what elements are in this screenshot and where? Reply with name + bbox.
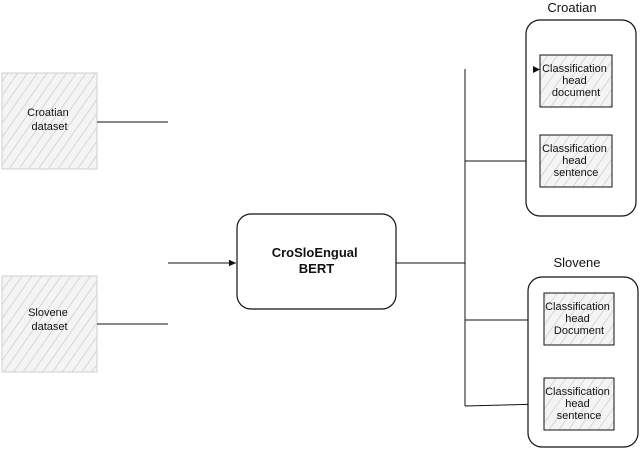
croatian-document-head-node: Classification head document bbox=[533, 54, 613, 108]
croatian-sentence-head-line2: head bbox=[562, 155, 586, 167]
slovene-document-head-node: Classification head Document bbox=[543, 292, 615, 346]
svg-text:Slovene dataset: Slovene dataset bbox=[28, 307, 71, 333]
croatian-document-head-line3: document bbox=[552, 87, 600, 99]
croatian-document-head-line2: head bbox=[562, 75, 586, 87]
croatian-group-title: Croatian bbox=[547, 0, 596, 15]
slovene-document-head-line2: head bbox=[565, 313, 589, 325]
croatian-dataset-label-line1: Croatian bbox=[27, 107, 69, 119]
croatian-dataset-node: Croatian dataset bbox=[1, 72, 98, 170]
bert-label-line2: BERT bbox=[299, 261, 334, 276]
slovene-dataset-node: Slovene dataset bbox=[1, 275, 98, 373]
bert-model-node: CroSloEngual BERT bbox=[236, 213, 397, 310]
slovene-sentence-head-line1: Classification bbox=[545, 386, 610, 398]
svg-text:Classification head: Classification head document bbox=[542, 63, 610, 99]
svg-text:Classification head: Classification head Document bbox=[545, 301, 613, 337]
slovene-dataset-label-line1: Slovene bbox=[28, 307, 68, 319]
slovene-dataset-label-line2: dataset bbox=[31, 321, 67, 333]
head-input-pointer-icon bbox=[533, 66, 540, 73]
croatian-dataset-label-line2: dataset bbox=[31, 121, 67, 133]
croatian-sentence-head-line3: sentence bbox=[554, 167, 599, 179]
slovene-document-head-line3: Document bbox=[554, 325, 604, 337]
svg-text:Classification head: Classification head sentence bbox=[545, 386, 613, 422]
croatian-document-head-line1: Classification bbox=[542, 63, 607, 75]
slovene-sentence-head-node: Classification head sentence bbox=[543, 377, 615, 431]
svg-text:Classification head: Classification head sentence bbox=[542, 143, 610, 179]
slovene-heads-group: Slovene Classification head Document Cla… bbox=[527, 255, 639, 448]
slovene-document-head-line1: Classification bbox=[545, 301, 610, 313]
croatian-sentence-head-node: Classification head sentence bbox=[539, 134, 613, 188]
bert-label-line1: CroSloEngual bbox=[272, 245, 358, 260]
slovene-sentence-head-line2: head bbox=[565, 398, 589, 410]
croatian-heads-group: Croatian Classification head document Cl… bbox=[525, 0, 637, 217]
slovene-group-title: Slovene bbox=[554, 255, 601, 270]
croatian-sentence-head-line1: Classification bbox=[542, 143, 607, 155]
svg-text:Croatian dataset: Croatian dataset bbox=[27, 107, 72, 133]
svg-text:CroSloEngual BERT: CroSloEngual BERT bbox=[272, 245, 362, 276]
slovene-sentence-head-line3: sentence bbox=[557, 410, 602, 422]
